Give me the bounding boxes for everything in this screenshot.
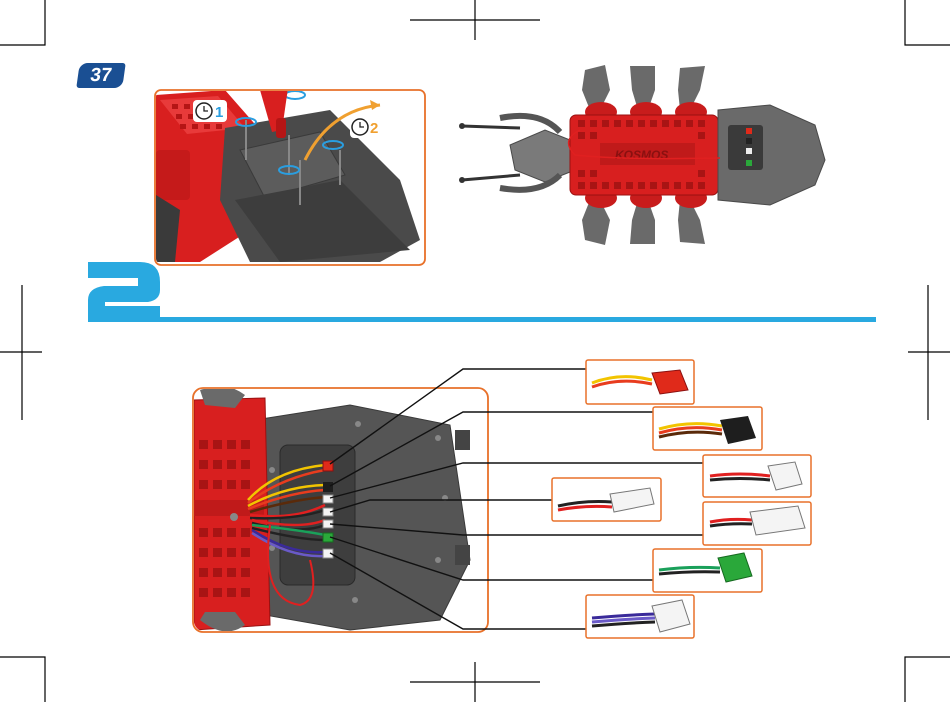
callout-white-plug <box>552 478 661 521</box>
step-two-marker: 2 <box>350 116 384 138</box>
robot-body-wordmark: KOSMOS <box>615 148 668 162</box>
step-one-marker: 1 <box>193 100 227 122</box>
callout-green-2pin <box>653 549 762 592</box>
callout-white-3pin <box>703 502 811 545</box>
callout-black-3pin <box>653 407 762 450</box>
page-number-badge: 37 <box>76 63 126 88</box>
step-two-label: 2 <box>370 120 378 137</box>
robot-top-view: KOSMOS <box>459 65 825 245</box>
callout-white-2pin <box>703 455 811 497</box>
callout-red-2pin <box>586 360 694 404</box>
top-left-panel: 1 2 <box>155 70 425 265</box>
step-two-header <box>88 262 876 322</box>
step-one-label: 1 <box>215 104 223 121</box>
callout-white-4pin <box>586 595 694 638</box>
